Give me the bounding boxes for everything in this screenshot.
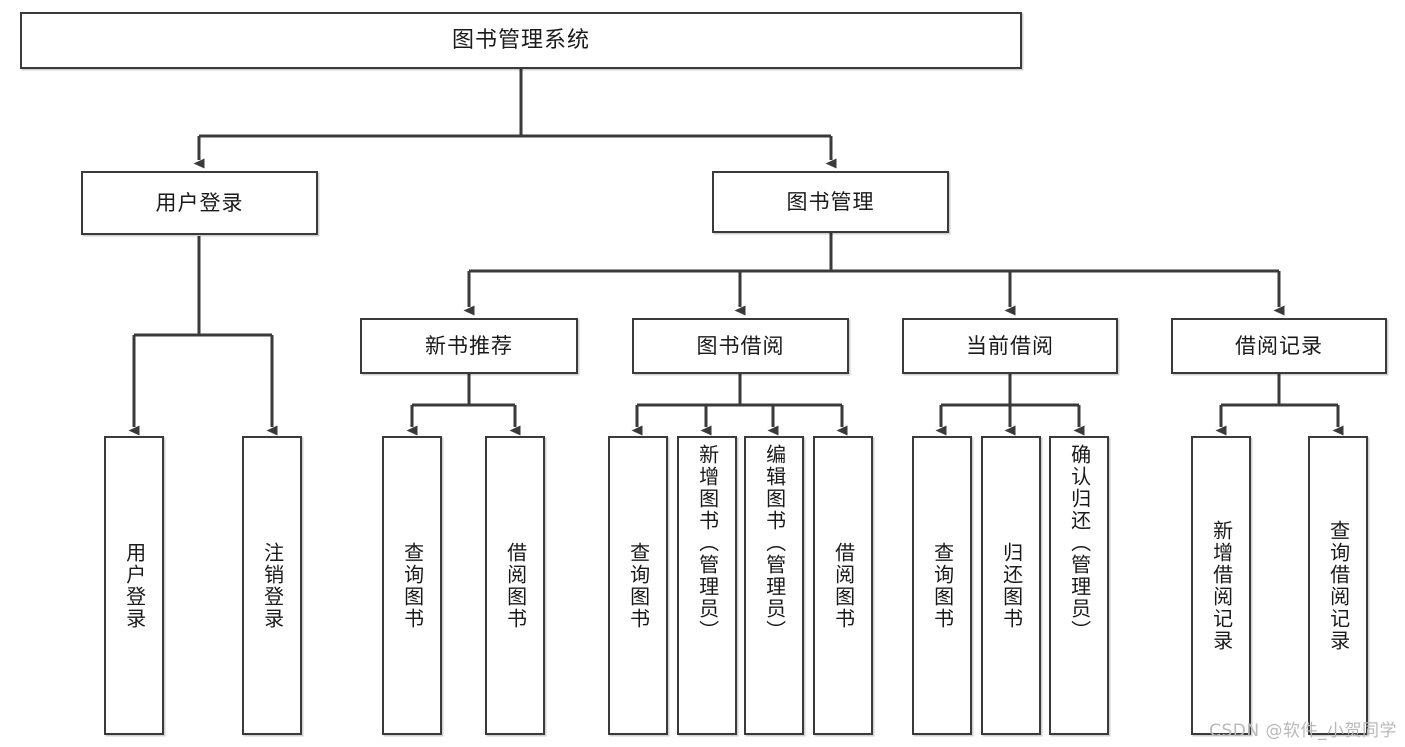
leaf-query-book-borrow[interactable]: 查询图书 xyxy=(608,436,668,735)
node-label: 用户登录 xyxy=(155,190,244,215)
leaf-query-borrow-record[interactable]: 查询借阅记录 xyxy=(1308,436,1368,735)
leaf-query-book-recommend[interactable]: 查询图书 xyxy=(382,436,442,735)
leaf-user-login[interactable]: 用户登录 xyxy=(104,436,164,735)
leaf-query-book-current[interactable]: 查询图书 xyxy=(912,436,972,735)
node-label: 新书推荐 xyxy=(425,333,513,358)
node-root-book-management-system[interactable]: 图书管理系统 xyxy=(20,12,1022,69)
leaf-edit-book-admin[interactable]: 编辑图书（管理员） xyxy=(744,436,804,735)
node-label: 图书管理系统 xyxy=(451,27,590,53)
node-borrow-record[interactable]: 借阅记录 xyxy=(1171,318,1387,374)
node-label: 新增图书（管理员） xyxy=(695,444,720,642)
node-label: 图书借阅 xyxy=(696,333,785,358)
node-label: 编辑图书（管理员） xyxy=(762,444,787,642)
node-label: 借阅图书 xyxy=(503,541,528,630)
node-current-borrow[interactable]: 当前借阅 xyxy=(902,318,1118,374)
node-label: 借阅记录 xyxy=(1235,333,1323,358)
node-label: 借阅图书 xyxy=(831,541,856,630)
node-label: 新增借阅记录 xyxy=(1209,519,1234,652)
node-label: 查询图书 xyxy=(930,541,955,630)
node-label: 查询借阅记录 xyxy=(1326,519,1351,652)
node-label: 图书管理 xyxy=(786,189,875,214)
node-label: 查询图书 xyxy=(400,541,425,630)
node-label: 用户登录 xyxy=(122,541,147,630)
leaf-confirm-return-admin[interactable]: 确认归还（管理员） xyxy=(1049,436,1109,735)
leaf-add-borrow-record[interactable]: 新增借阅记录 xyxy=(1191,436,1251,735)
node-book-borrow[interactable]: 图书借阅 xyxy=(632,318,849,374)
leaf-borrow-book-recommend[interactable]: 借阅图书 xyxy=(485,436,545,735)
node-user-login[interactable]: 用户登录 xyxy=(81,171,318,235)
node-label: 归还图书 xyxy=(999,541,1024,630)
node-label: 注销登录 xyxy=(260,541,285,630)
leaf-return-book[interactable]: 归还图书 xyxy=(981,436,1041,735)
watermark-text: CSDN @软件_小贺同学 xyxy=(1209,721,1397,741)
leaf-user-logout[interactable]: 注销登录 xyxy=(242,436,302,735)
leaf-borrow-book[interactable]: 借阅图书 xyxy=(813,436,873,735)
node-new-book-recommend[interactable]: 新书推荐 xyxy=(360,318,578,374)
node-label: 确认归还（管理员） xyxy=(1067,444,1092,642)
node-label: 当前借阅 xyxy=(966,333,1054,358)
leaf-add-book-admin[interactable]: 新增图书（管理员） xyxy=(677,436,737,735)
node-book-management[interactable]: 图书管理 xyxy=(712,171,949,233)
node-label: 查询图书 xyxy=(626,541,651,630)
